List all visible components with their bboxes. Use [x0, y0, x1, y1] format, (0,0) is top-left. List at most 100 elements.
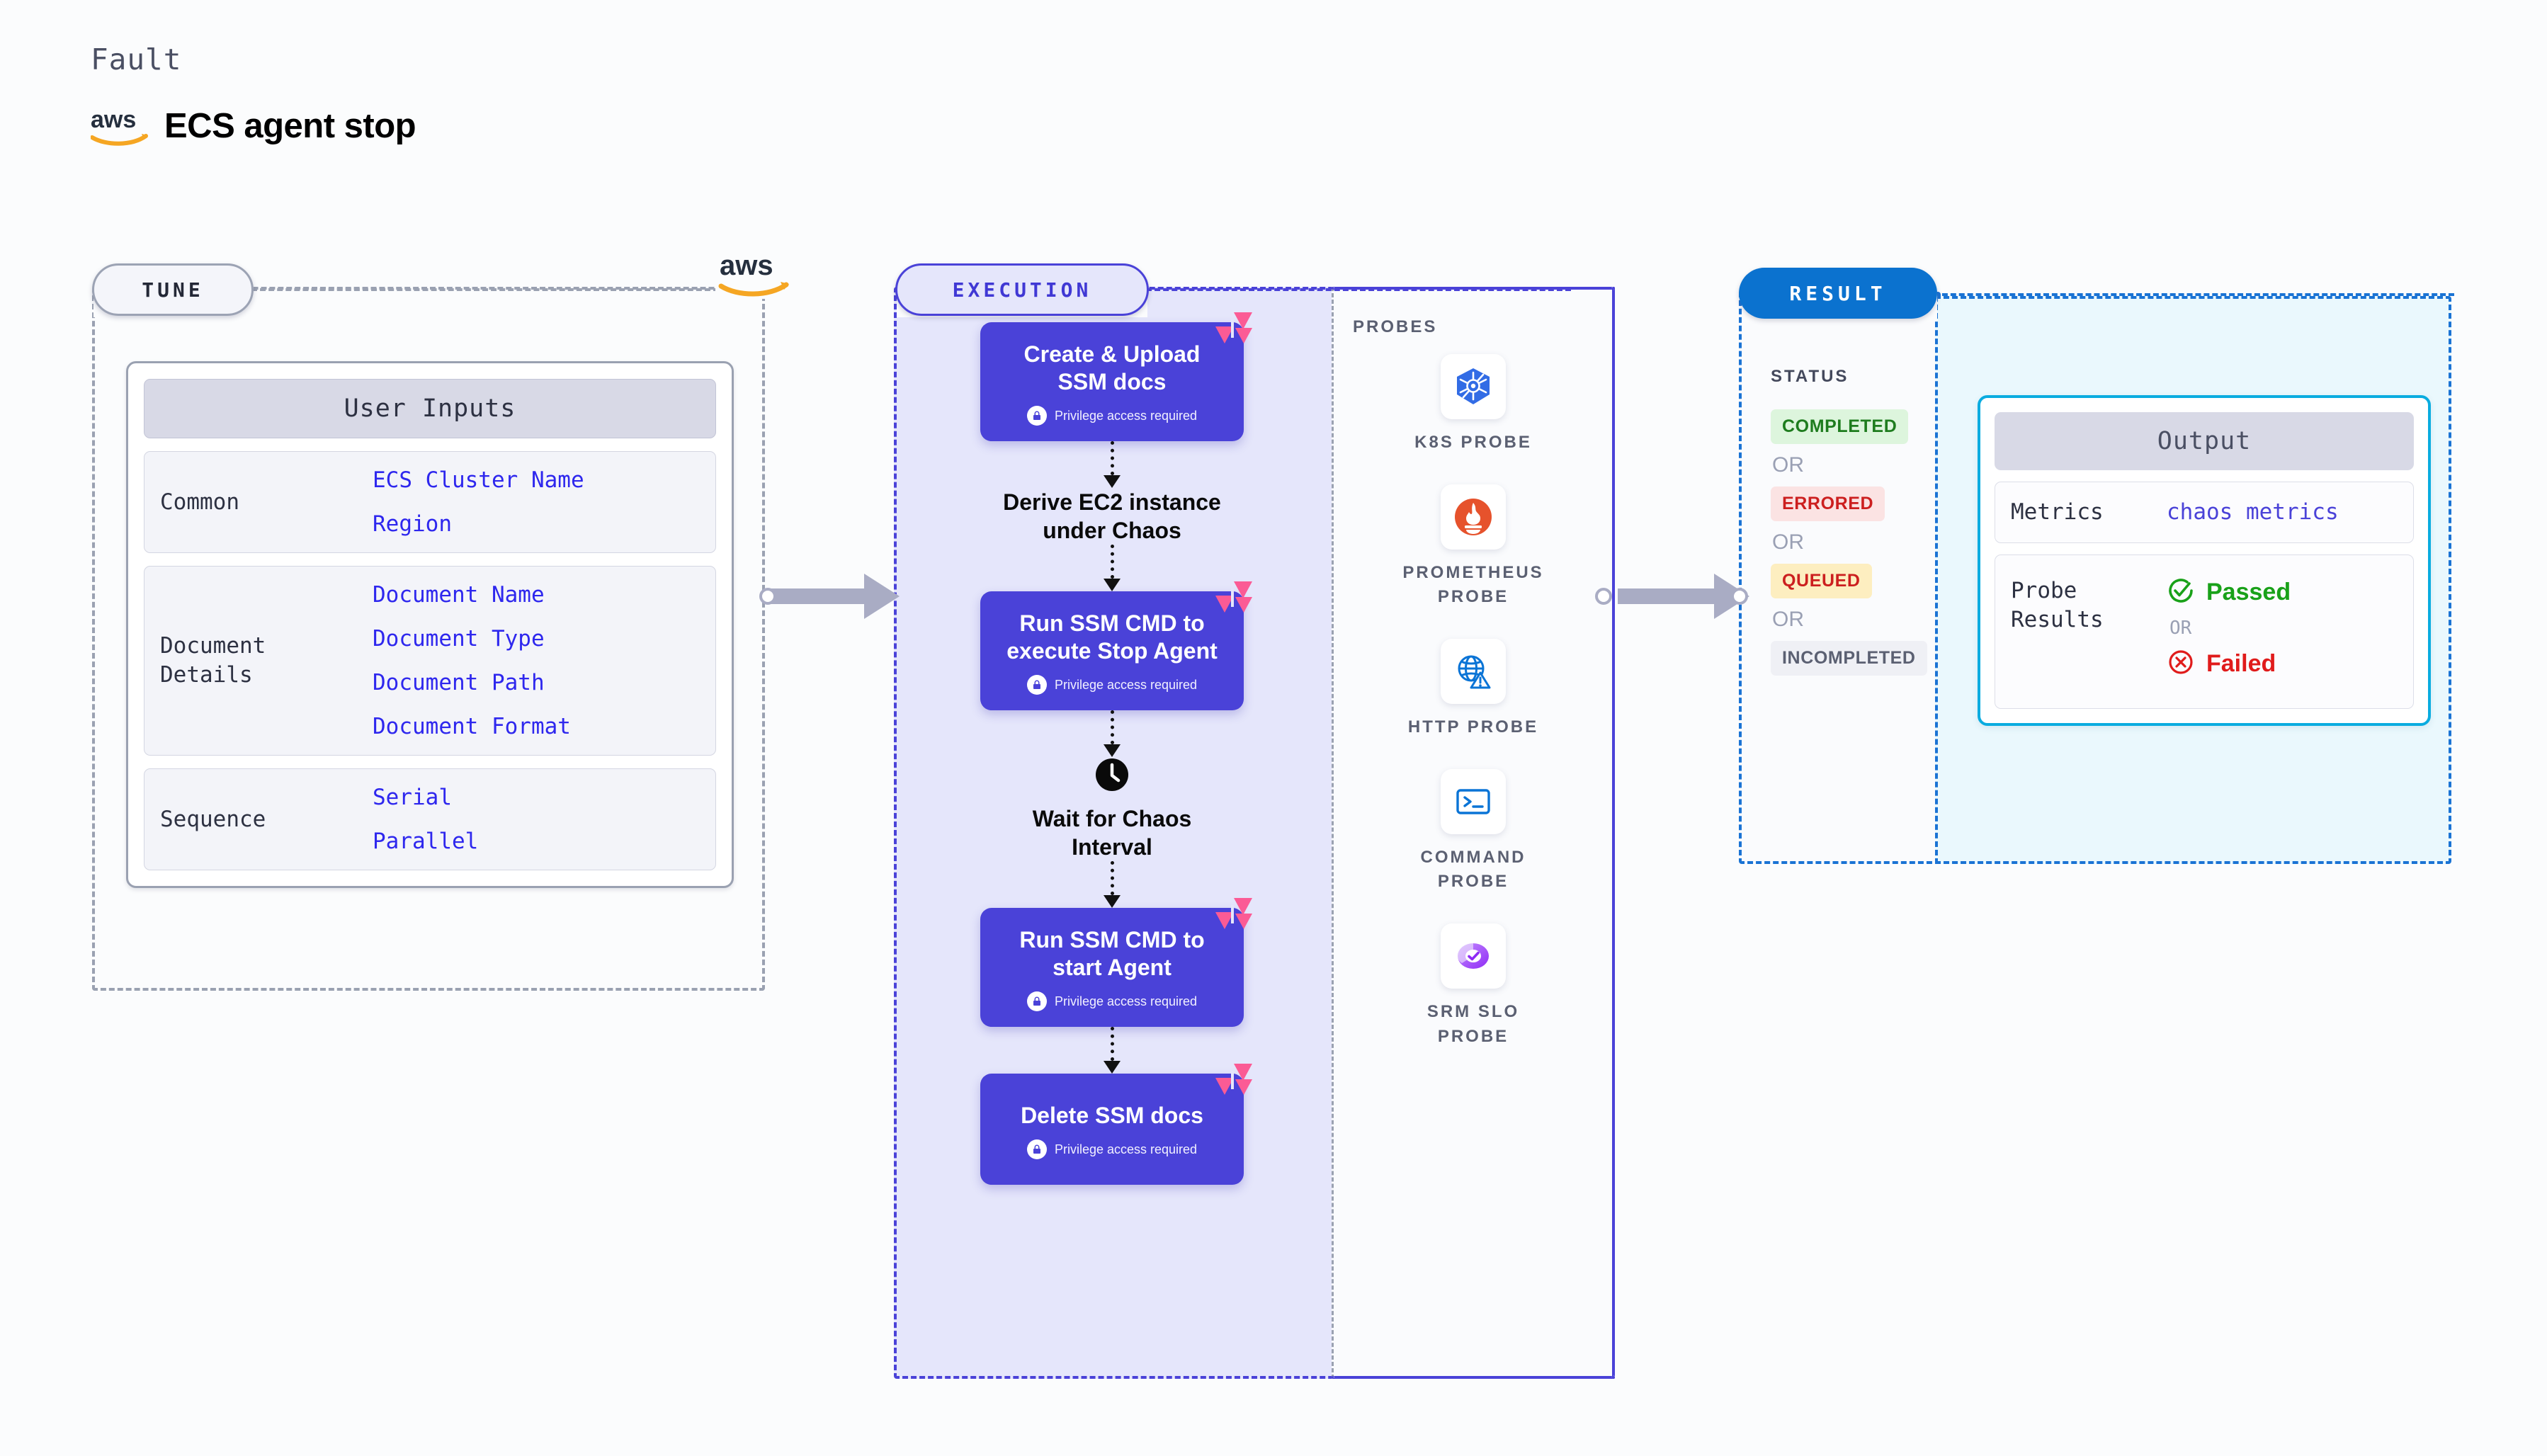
- tune-to-execution-arrow: [768, 574, 900, 619]
- tune-value[interactable]: Document Type: [373, 626, 545, 652]
- arrow-head-icon: [1104, 1061, 1121, 1074]
- page-header: Fault aws ECS agent stop: [90, 42, 416, 146]
- status-list: COMPLETED OR ERRORED OR QUEUED OR INCOMP…: [1771, 409, 1927, 676]
- privilege-note: Privilege access required: [990, 991, 1234, 1012]
- flow-node-derive-ec2-instance: Derive EC2 instance under Chaos: [1003, 488, 1221, 545]
- flow-node-title-2: SSM docs: [1057, 369, 1167, 395]
- arrow-head-icon: [1104, 579, 1121, 592]
- privilege-note: Privilege access required: [990, 1139, 1234, 1160]
- privilege-text: Privilege access required: [1054, 408, 1198, 423]
- lock-icon: [1026, 675, 1047, 695]
- execution-pill-label: EXECUTION: [952, 278, 1092, 302]
- probe-label-line2: PROBE: [1437, 872, 1509, 892]
- tune-value[interactable]: Document Name: [373, 582, 545, 608]
- probe-results-label: Probe Results: [2011, 576, 2167, 635]
- flow-node-title: Delete SSM docs: [1021, 1103, 1203, 1129]
- privilege-text: Privilege access required: [1054, 677, 1198, 692]
- check-circle-icon: [2167, 576, 2195, 608]
- status-title: STATUS: [1771, 367, 1849, 386]
- flow-node-run-ssm-cmd-start-agent[interactable]: Run SSM CMD to start Agent Privilege acc…: [980, 898, 1252, 1028]
- status-badge-errored: ERRORED: [1771, 487, 1885, 521]
- tune-pill-label: TUNE: [142, 278, 204, 302]
- metrics-value[interactable]: chaos metrics: [2167, 499, 2339, 525]
- command-terminal-icon: [1441, 769, 1506, 835]
- probe-item-command[interactable]: COMMAND PROBE: [1385, 769, 1562, 894]
- output-probe-results-row: Probe Results Passed OR: [1995, 554, 2414, 709]
- tune-lead-line: [251, 288, 719, 291]
- probe-item-http[interactable]: HTTP PROBE: [1385, 639, 1562, 739]
- aws-logo-icon: aws: [715, 248, 792, 299]
- probe-label-line1: SRM SLO: [1426, 1002, 1520, 1022]
- privilege-text: Privilege access required: [1054, 994, 1198, 1008]
- tune-group-sequence: Sequence Serial Parallel: [144, 768, 716, 870]
- tune-group-label: Document Details: [160, 632, 373, 690]
- arrow-end-endpoint: [1595, 588, 1612, 605]
- probe-label: K8S PROBE: [1414, 431, 1532, 455]
- passed-label: Passed: [2206, 578, 2291, 605]
- fault-label: Fault: [91, 42, 182, 76]
- flow-connector: [1104, 861, 1121, 909]
- arrow-shaft: [768, 588, 864, 604]
- output-title: Output: [1995, 412, 2414, 470]
- probe-item-k8s[interactable]: K8S PROBE: [1385, 354, 1562, 455]
- probes-panel-right-border: [1612, 287, 1615, 1379]
- tune-value[interactable]: Parallel: [373, 829, 479, 854]
- privilege-note: Privilege access required: [990, 675, 1234, 695]
- litmus-chaos-ribbon-icon: [1214, 580, 1254, 615]
- probe-label: HTTP PROBE: [1408, 715, 1538, 739]
- page-title: ECS agent stop: [164, 107, 416, 145]
- status-badge-completed: COMPLETED: [1771, 409, 1909, 444]
- flow-node-run-ssm-cmd-stop-agent[interactable]: Run SSM CMD to execute Stop Agent Privil…: [980, 581, 1252, 711]
- flow-node-delete-ssm-docs[interactable]: Delete SSM docs Privilege access require…: [980, 1064, 1252, 1185]
- result-pill[interactable]: RESULT: [1739, 268, 1937, 319]
- arrow-head-icon: [1104, 895, 1121, 909]
- tune-value[interactable]: Document Format: [373, 714, 571, 739]
- tune-pill[interactable]: TUNE: [92, 263, 254, 316]
- probe-item-prometheus[interactable]: PROMETHEUS PROBE: [1385, 484, 1562, 609]
- flow-node-title: Run SSM CMD to: [1019, 927, 1205, 953]
- result-pill-label: RESULT: [1789, 281, 1887, 305]
- aws-logo-icon: aws: [90, 106, 149, 146]
- probe-label: COMMAND PROBE: [1421, 846, 1526, 894]
- or-label: OR: [1772, 453, 1804, 477]
- or-label: OR: [2169, 617, 2192, 639]
- probe-label-line1: COMMAND: [1420, 848, 1526, 868]
- probe-item-srm-slo[interactable]: SRM SLO PROBE: [1385, 923, 1562, 1048]
- arrow-head-icon: [864, 574, 900, 619]
- probe-label: PROMETHEUS PROBE: [1402, 561, 1543, 609]
- x-circle-icon: [2167, 648, 2195, 680]
- flow-node-title-2: Interval: [1072, 834, 1152, 860]
- tune-value[interactable]: ECS Cluster Name: [373, 467, 584, 493]
- connector-line: [1111, 545, 1114, 579]
- connector-line: [1111, 1027, 1114, 1062]
- connector-line: [1111, 441, 1114, 476]
- svg-text:aws: aws: [720, 250, 773, 281]
- probe-result-failed: Failed: [2167, 648, 2291, 680]
- privilege-note: Privilege access required: [990, 406, 1234, 426]
- execution-pill[interactable]: EXECUTION: [895, 263, 1149, 316]
- tune-value[interactable]: Document Path: [373, 670, 545, 695]
- metrics-label: Metrics: [2011, 499, 2104, 525]
- litmus-chaos-ribbon-icon: [1214, 311, 1254, 346]
- tune-group-label-line2: Details: [160, 662, 253, 688]
- srm-slo-icon: [1441, 923, 1506, 989]
- privilege-text: Privilege access required: [1054, 1142, 1198, 1156]
- arrow-shaft: [1618, 588, 1714, 604]
- flow-node-title: Run SSM CMD to: [1019, 610, 1205, 637]
- execution-to-result-arrow: [1618, 574, 1749, 619]
- output-metrics-row: Metrics chaos metrics: [1995, 482, 2414, 543]
- flow-node-create-upload-ssm-docs[interactable]: Create & Upload SSM docs Privilege acces…: [980, 312, 1252, 442]
- svg-text:aws: aws: [91, 106, 136, 133]
- user-inputs-title: User Inputs: [144, 379, 716, 438]
- tune-value[interactable]: Serial: [373, 785, 452, 810]
- litmus-chaos-ribbon-icon: [1214, 1062, 1254, 1098]
- clock-wrap: [1033, 757, 1192, 796]
- user-inputs-card: User Inputs Common ECS Cluster Name Regi…: [126, 361, 734, 888]
- status-badge-queued: QUEUED: [1771, 564, 1872, 598]
- or-label: OR: [1772, 608, 1804, 631]
- or-label: OR: [1772, 530, 1804, 554]
- flow-node-title-2: execute Stop Agent: [1006, 638, 1218, 664]
- flow-connector: [1104, 441, 1121, 489]
- tune-value[interactable]: Region: [373, 511, 452, 537]
- flow-node-title-2: start Agent: [1053, 955, 1172, 981]
